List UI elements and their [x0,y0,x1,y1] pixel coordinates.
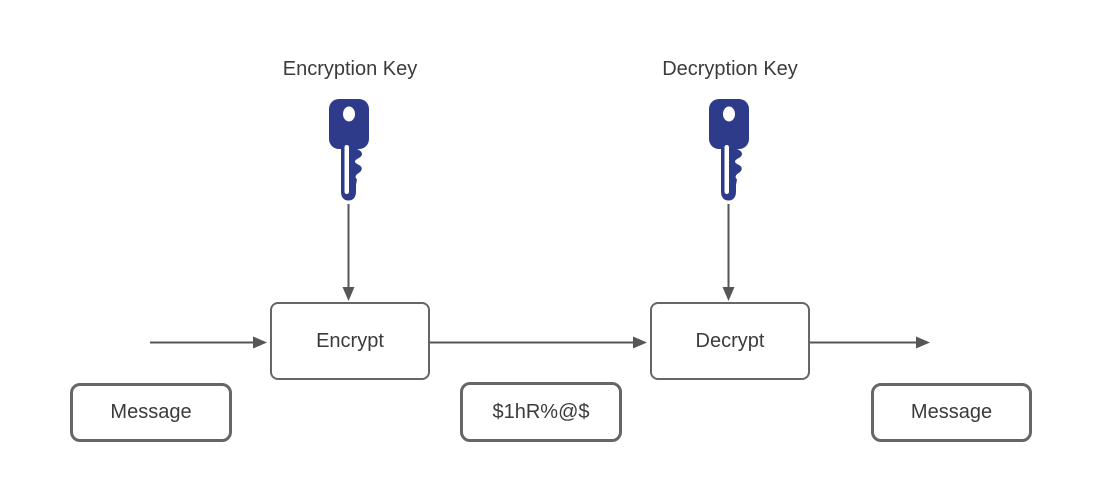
encrypt-node: Encrypt [270,302,430,380]
encrypt-node-label: Encrypt [316,329,384,352]
arrow-encryption-key-to-encrypt [342,204,355,301]
message-input-label: Message [110,401,192,423]
message-output-label: Message [910,401,993,423]
message-input-node: Message [70,383,232,442]
arrow-into-encrypt [150,336,267,349]
arrow-encrypt-to-decrypt [430,336,647,349]
arrow-out-of-decrypt [810,336,930,349]
ciphertext-label: $1hR%@$ [492,400,590,423]
key-icon [709,99,749,201]
encryption-key-icon [327,99,371,201]
key-icon [329,99,369,201]
decrypt-node: Decrypt [650,302,810,380]
ciphertext-node: $1hR%@$ [460,382,622,442]
decryption-key-icon [707,99,751,201]
message-output-node: Message [871,383,1032,442]
arrow-decryption-key-to-decrypt [722,204,735,301]
decryption-key-label: Decryption Key [662,58,798,80]
decrypt-node-label: Decrypt [695,329,765,352]
encryption-key-label: Encryption Key [282,58,418,80]
